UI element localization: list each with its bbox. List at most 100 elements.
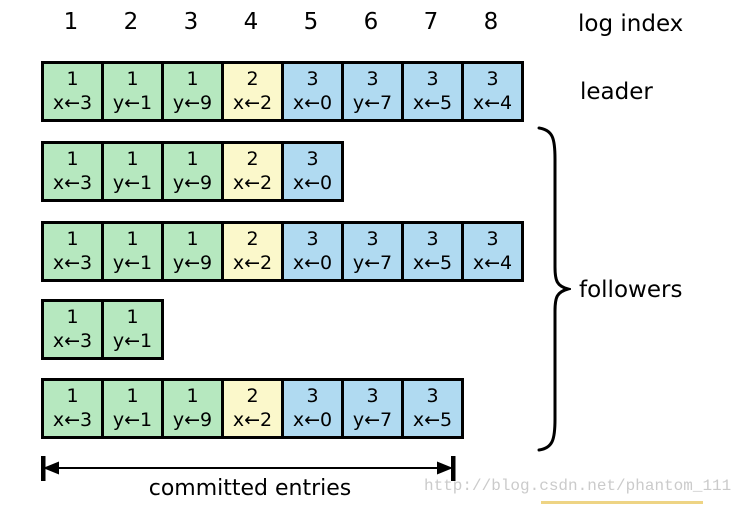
entry-command: x←2 (232, 171, 273, 194)
entry-command: y←9 (172, 171, 213, 194)
committed-entries-arrow (41, 456, 456, 481)
entry-term: 2 (246, 148, 259, 171)
followers-brace (537, 126, 571, 452)
entry-command: y←1 (112, 171, 153, 194)
entry-command: x←0 (292, 251, 333, 274)
entry-command: x←5 (412, 251, 453, 274)
entry-command: y←1 (112, 329, 153, 352)
entry-term: 1 (66, 306, 79, 329)
entry-term: 3 (426, 228, 439, 251)
entry-command: x←2 (232, 251, 273, 274)
entry-term: 2 (246, 385, 259, 408)
entry-command: y←9 (172, 251, 213, 274)
entry-term: 1 (126, 306, 139, 329)
log-index-number: 6 (363, 9, 379, 35)
log-index-number: 1 (63, 9, 79, 35)
entry-term: 3 (486, 68, 499, 91)
entry-term: 2 (246, 228, 259, 251)
entry-command: y←1 (112, 408, 153, 431)
entry-term: 1 (66, 385, 79, 408)
entry-term: 3 (486, 228, 499, 251)
entry-term: 1 (186, 68, 199, 91)
entry-term: 1 (66, 148, 79, 171)
entry-term: 1 (126, 385, 139, 408)
entry-command: y←1 (112, 251, 153, 274)
log-index-number: 3 (183, 9, 199, 35)
committed-entries-label: committed entries (148, 476, 352, 501)
leader-label: leader (580, 79, 653, 105)
entry-command: x←2 (232, 91, 273, 114)
entry-command: y←7 (352, 91, 393, 114)
entry-command: y←9 (172, 408, 213, 431)
entry-command: x←3 (52, 251, 93, 274)
entry-term: 1 (126, 148, 139, 171)
entry-term: 2 (246, 68, 259, 91)
entry-command: x←0 (292, 408, 333, 431)
entry-term: 3 (366, 68, 379, 91)
entry-term: 3 (366, 228, 379, 251)
log-index-number: 8 (483, 9, 499, 35)
entry-command: x←4 (472, 91, 513, 114)
entry-command: x←2 (232, 408, 273, 431)
log-index-number: 7 (423, 9, 439, 35)
log-index-number: 4 (243, 9, 259, 35)
entry-term: 3 (306, 68, 319, 91)
entry-term: 1 (126, 228, 139, 251)
followers-label: followers (579, 277, 683, 303)
entry-command: x←3 (52, 171, 93, 194)
entry-term: 1 (186, 228, 199, 251)
entry-term: 1 (66, 228, 79, 251)
watermark-url: http://blog.csdn.net/phantom_111 (424, 477, 732, 495)
entry-term: 3 (306, 385, 319, 408)
entry-command: y←9 (172, 91, 213, 114)
entry-term: 1 (66, 68, 79, 91)
entry-command: x←4 (472, 251, 513, 274)
entry-term: 1 (126, 68, 139, 91)
entry-command: x←3 (52, 408, 93, 431)
entry-term: 3 (426, 68, 439, 91)
entry-term: 3 (366, 385, 379, 408)
entry-command: x←0 (292, 91, 333, 114)
entry-command: y←7 (352, 251, 393, 274)
entry-command: x←5 (412, 408, 453, 431)
entry-term: 3 (426, 385, 439, 408)
entry-term: 1 (186, 148, 199, 171)
entry-term: 3 (306, 148, 319, 171)
entry-command: x←5 (412, 91, 453, 114)
log-index-label: log index (578, 11, 684, 37)
entry-term: 1 (186, 385, 199, 408)
entry-command: y←1 (112, 91, 153, 114)
